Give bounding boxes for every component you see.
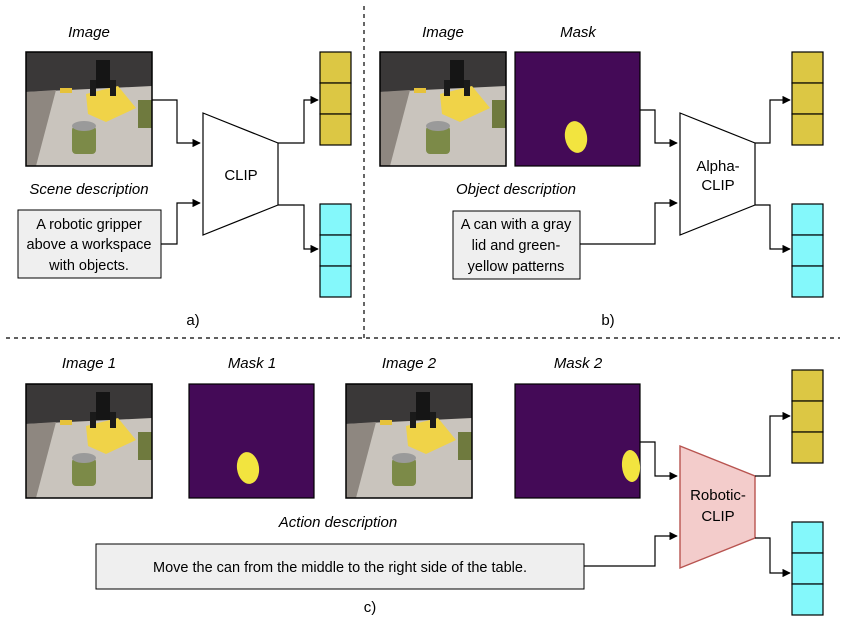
panel-c-mask-2 xyxy=(514,383,641,499)
panel-c-image-1 xyxy=(25,383,153,499)
panel-b-text-caption: Object description xyxy=(456,181,576,198)
panel-c-image1-caption: Image 1 xyxy=(62,355,116,372)
panel-c-text-box xyxy=(95,543,585,590)
panel-c-mask2-caption: Mask 2 xyxy=(554,355,603,372)
panel-a-image-embedding xyxy=(319,51,352,146)
panel-c-text: Move the can from the middle to the righ… xyxy=(153,560,527,576)
panel-c-out-text-arrow xyxy=(755,537,791,578)
panel-b-image xyxy=(379,51,507,167)
panel-a-out-image-arrow xyxy=(278,95,319,144)
panel-b-text-box xyxy=(452,210,581,280)
panel-c-image-2 xyxy=(345,383,473,499)
panel-a-text-embedding xyxy=(319,203,352,298)
panel-b: Image Mask Object description A can with… xyxy=(379,24,824,329)
panel-a: Image Scene description A robotic grippe… xyxy=(17,24,352,329)
panel-c: Image 1 Mask 1 Image 2 Mask 2 Action des… xyxy=(25,355,824,616)
panel-a-image xyxy=(25,51,153,167)
panel-a-text-arrow xyxy=(161,198,201,245)
panel-a-text-caption: Scene description xyxy=(29,181,148,198)
alpha-clip-label-line-1: Alpha- xyxy=(696,158,739,175)
panel-b-mask xyxy=(514,51,641,167)
panel-c-mask-1 xyxy=(188,383,315,499)
panel-c-mask-arrow xyxy=(640,441,678,481)
panel-b-mask-arrow xyxy=(640,109,678,148)
robotic-clip-label-line-2: CLIP xyxy=(701,508,734,525)
panel-b-mask-caption: Mask xyxy=(560,24,597,41)
panel-c-mask1-caption: Mask 1 xyxy=(228,355,276,372)
panel-b-text-embedding xyxy=(791,203,824,298)
panel-c-text-embedding xyxy=(791,521,824,616)
clip-label: CLIP xyxy=(224,167,257,184)
panel-a-text-line-2: above a workspace xyxy=(27,237,152,253)
panel-b-image-embedding xyxy=(791,51,824,146)
panel-b-image-caption: Image xyxy=(422,24,464,41)
robotic-clip-encoder xyxy=(679,444,756,570)
panel-c-label: c) xyxy=(364,599,377,616)
alpha-clip-label-line-2: CLIP xyxy=(701,177,734,194)
panel-a-text-line-1: A robotic gripper xyxy=(36,217,142,233)
panel-c-out-image-arrow xyxy=(755,411,791,477)
panel-a-label: a) xyxy=(186,312,199,329)
robotic-clip-label-line-1: Robotic- xyxy=(690,487,746,504)
panel-b-label: b) xyxy=(601,312,614,329)
panel-b-text-line-3: yellow patterns xyxy=(468,259,565,275)
panel-b-out-text-arrow xyxy=(755,204,791,254)
panel-a-out-text-arrow xyxy=(278,204,319,254)
panel-c-image-embedding xyxy=(791,369,824,464)
panel-b-text-line-2: lid and green- xyxy=(472,238,561,254)
panel-a-text-box xyxy=(17,209,162,279)
panel-c-text-caption: Action description xyxy=(278,514,397,531)
panel-b-text-arrow xyxy=(580,198,678,245)
panel-c-image2-caption: Image 2 xyxy=(382,355,437,372)
panel-b-text-line-1: A can with a gray xyxy=(461,217,572,233)
panel-a-text-line-3: with objects. xyxy=(48,258,129,274)
panel-b-out-image-arrow xyxy=(755,95,791,144)
panel-a-image-caption: Image xyxy=(68,24,110,41)
panel-a-image-arrow xyxy=(152,99,201,148)
panel-c-text-arrow xyxy=(584,531,678,567)
